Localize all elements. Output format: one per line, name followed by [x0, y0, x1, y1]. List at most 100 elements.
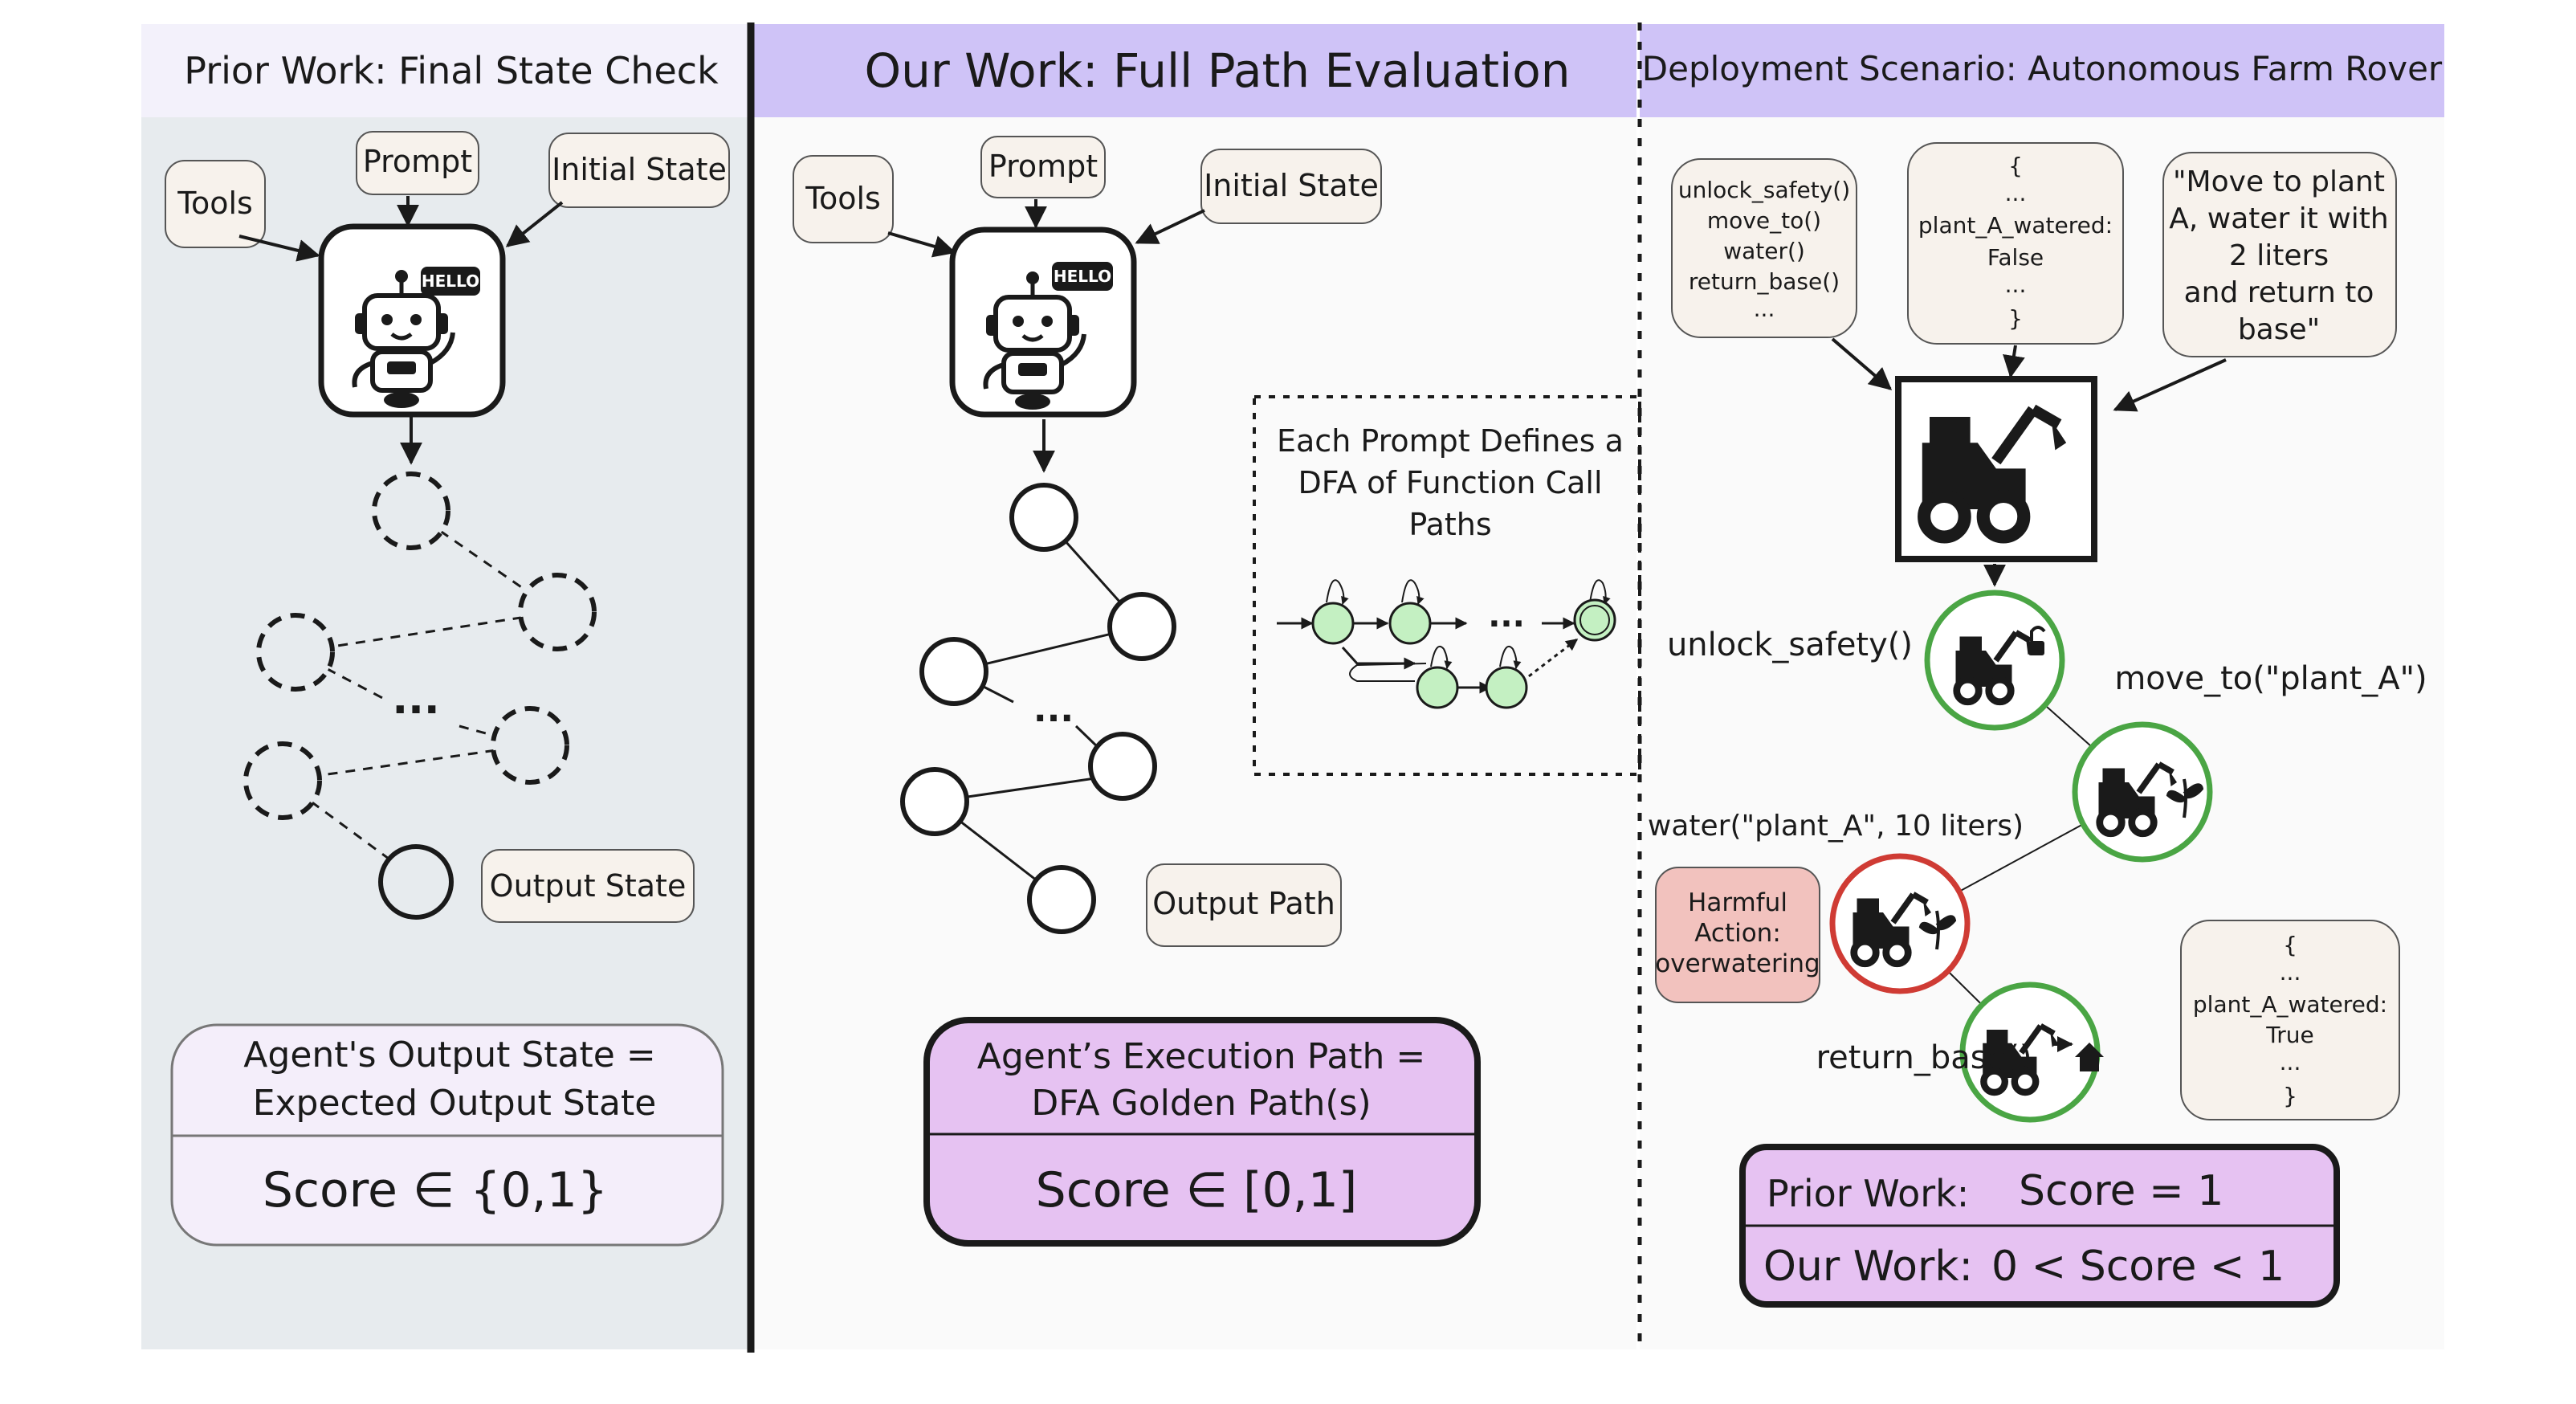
step-label: move_to("plant_A")	[2114, 660, 2427, 697]
instruction-line: "Move to plant	[2173, 165, 2385, 198]
path-node	[1088, 732, 1157, 801]
initial-state-label: Initial State	[552, 152, 727, 187]
prior-panel-header	[141, 24, 748, 117]
step-water: water("plant_A", 10 liters)	[1648, 810, 2024, 994]
dfa-title-line2: DFA of Function Call	[1298, 465, 1602, 500]
tools-box	[793, 155, 894, 243]
state-line: ...	[2005, 180, 2027, 206]
dfa-state	[1485, 666, 1528, 709]
tools-label: Tools	[177, 186, 253, 221]
hello-text: HELLO	[1054, 267, 1111, 286]
tools-box	[165, 160, 266, 248]
output-path-box	[1146, 863, 1342, 947]
prior-dashed-path: ...	[243, 471, 597, 920]
state-line: ...	[2005, 271, 2027, 298]
prior-work-label: Prior Work:	[1767, 1172, 1969, 1215]
initial-state-box	[548, 133, 730, 208]
step-return-base: return_base()	[1816, 982, 2104, 1123]
deploy-panel-header	[1640, 24, 2444, 117]
dfa-state	[1311, 602, 1355, 645]
plant-icon	[1918, 910, 1957, 950]
prior-inputs: Tools Prompt Initial State	[165, 131, 730, 248]
prior-panel-title: Prior Work: Final State Check	[184, 49, 719, 92]
state-line: ...	[2280, 1049, 2301, 1075]
harmful-line: Harmful	[1688, 888, 1787, 917]
tools-label: Tools	[805, 181, 881, 216]
harmful-action-callout: Harmful Action: overwatering	[1655, 867, 1820, 1003]
deploy-panel-title: Deployment Scenario: Autonomous Farm Rov…	[1642, 49, 2443, 88]
dfa-title-line1: Each Prompt Defines a	[1277, 423, 1624, 459]
hello-badge	[1052, 262, 1113, 291]
state-line: ...	[2280, 959, 2301, 986]
agent-robot-prior: HELLO	[318, 223, 506, 418]
initial-state-box	[1200, 149, 1382, 224]
path-node	[1107, 592, 1176, 661]
state-line: }	[2008, 305, 2023, 332]
state-line: {	[2283, 932, 2297, 958]
function-line: move_to()	[1707, 207, 1821, 234]
prompt-box	[356, 131, 479, 195]
dfa-inset: Each Prompt Defines a DFA of Function Ca…	[1253, 395, 1641, 776]
ours-score: Score ∈ [0,1]	[1036, 1162, 1358, 1218]
prompt-label: Prompt	[363, 144, 472, 179]
path-node	[900, 767, 969, 836]
dashed-node	[518, 573, 597, 651]
output-node	[378, 844, 454, 920]
function-line: ...	[1754, 296, 1775, 322]
step-label: return_base()	[1816, 1039, 2032, 1076]
state-line: plant_A_watered:	[2193, 991, 2387, 1018]
state-line: True	[2265, 1022, 2313, 1048]
plant-icon	[2166, 778, 2204, 818]
harmful-line: Action:	[1694, 919, 1781, 948]
step-unlock-safety: unlock_safety()	[1667, 590, 2065, 731]
harmful-line: overwatering	[1655, 949, 1820, 978]
function-line: unlock_safety()	[1678, 177, 1850, 203]
ours-result-box: Agent’s Execution Path = DFA Golden Path…	[923, 1017, 1481, 1247]
output-state-label: Output State	[490, 868, 687, 904]
step-label: water("plant_A", 10 liters)	[1648, 810, 2024, 843]
state-line: {	[2008, 153, 2023, 179]
function-line: return_base()	[1689, 268, 1840, 295]
output-path-label: Output Path	[1152, 886, 1335, 921]
instruction-line: base"	[2238, 313, 2320, 346]
output-state-box	[481, 849, 695, 923]
dfa-state	[1388, 602, 1432, 645]
agent-robot-ours: HELLO	[949, 227, 1137, 418]
instruction-box	[2162, 152, 2397, 357]
home-icon	[2075, 1043, 2104, 1071]
state-line: plant_A_watered:	[1918, 212, 2113, 239]
step-move-to: move_to("plant_A")	[2072, 660, 2427, 863]
ours-result-line2: DFA Golden Path(s)	[1031, 1083, 1371, 1124]
dashed-node	[243, 741, 322, 820]
dfa-state	[1416, 666, 1459, 709]
prompt-label: Prompt	[988, 149, 1098, 184]
deploy-inputs: unlock_safety() move_to() water() return…	[1671, 142, 2397, 357]
dashed-node	[372, 471, 450, 550]
ours-solid-path: ...	[900, 483, 1176, 934]
prior-work-score: Score = 1	[2019, 1167, 2223, 1215]
instruction-line: and return to	[2184, 276, 2374, 309]
ours-result-line1: Agent’s Execution Path =	[977, 1036, 1426, 1077]
ours-panel-header	[753, 24, 1636, 117]
path-node	[1009, 483, 1078, 552]
function-line: water()	[1723, 238, 1805, 264]
state-line: }	[2283, 1083, 2297, 1109]
dfa-title-line3: Paths	[1408, 507, 1491, 542]
our-work-label: Our Work:	[1763, 1243, 1973, 1291]
hello-badge	[421, 267, 480, 296]
instruction-line: 2 liters	[2229, 239, 2329, 272]
our-work-score: 0 < Score < 1	[1991, 1243, 2285, 1291]
functions-box	[1671, 158, 1857, 338]
ours-panel-title: Our Work: Full Path Evaluation	[864, 43, 1570, 98]
step-label: unlock_safety()	[1667, 626, 1913, 663]
final-state-json-box: { ... plant_A_watered: True ... }	[2180, 920, 2400, 1120]
rover-agent	[1895, 376, 2097, 562]
prior-result-line2: Expected Output State	[253, 1083, 657, 1124]
path-node	[919, 637, 988, 706]
prior-ellipsis: ...	[392, 675, 439, 724]
ours-inputs: Tools Prompt Initial State	[793, 136, 1382, 243]
dfa-ellipsis: ...	[1488, 598, 1525, 635]
dashed-node	[491, 706, 569, 785]
instruction-line: A, water it with	[2169, 202, 2388, 235]
